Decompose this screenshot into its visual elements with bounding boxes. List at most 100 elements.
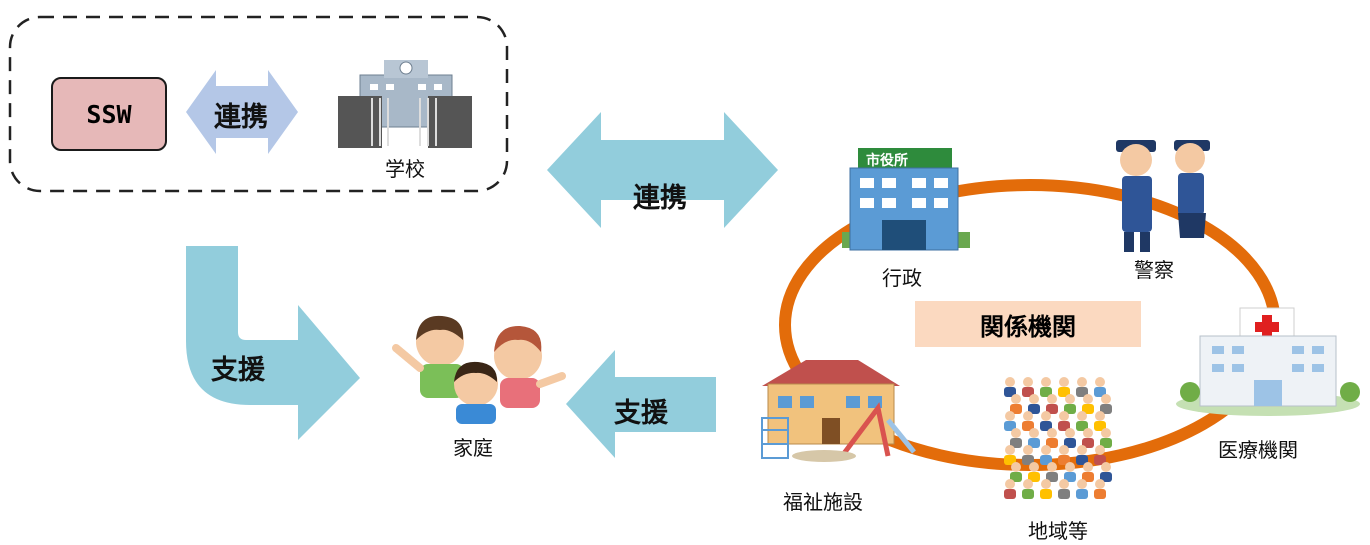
school-icon (338, 60, 472, 148)
ssw-label: SSW (86, 99, 132, 129)
community-label: 地域等 (1028, 519, 1088, 543)
crowd-person-body (1058, 421, 1070, 431)
crowd-person-body (1010, 438, 1022, 448)
crowd-person-body (1058, 387, 1070, 397)
crowd-person-body (1022, 421, 1034, 431)
crowd-person-body (1022, 455, 1034, 465)
crowd-person-head (1065, 462, 1075, 472)
welfare-label: 福祉施設 (783, 490, 863, 514)
crowd-person-head (1041, 445, 1051, 455)
crowd-person-body (1004, 387, 1016, 397)
crowd-person-body (1064, 472, 1076, 482)
crowd-person-head (1077, 445, 1087, 455)
crowd-person-head (1023, 445, 1033, 455)
school-link-label: 連携 (214, 102, 268, 133)
crowd-person-head (1095, 377, 1105, 387)
support-label-left: 支援 (211, 355, 265, 386)
crowd-person-body (1082, 472, 1094, 482)
crowd-person-head (1005, 445, 1015, 455)
crowd-person-head (1095, 411, 1105, 421)
crowd-person-body (1100, 404, 1112, 414)
crowd-person-head (1011, 428, 1021, 438)
crowd-person-body (1010, 404, 1022, 414)
family-icon (392, 315, 566, 424)
crowd-person-head (1005, 479, 1015, 489)
crowd-person-body (1040, 455, 1052, 465)
crowd-person-head (1029, 462, 1039, 472)
crowd-person-head (1077, 411, 1087, 421)
small-link-arrow (186, 70, 298, 154)
crowd-person-head (1023, 479, 1033, 489)
crowd-person-body (1094, 387, 1106, 397)
crowd-person-head (1077, 479, 1087, 489)
crowd-person-body (1094, 421, 1106, 431)
crowd-person-body (1046, 438, 1058, 448)
main-link-arrow (547, 112, 778, 228)
crowd-person-head (1029, 428, 1039, 438)
crowd-person-head (1059, 479, 1069, 489)
crowd-person-body (1082, 438, 1094, 448)
school-team-frame (8, 15, 509, 193)
crowd-person-head (1101, 428, 1111, 438)
crowd-person-body (1076, 421, 1088, 431)
crowd-person-body (1058, 489, 1070, 499)
crowd-person-head (1101, 462, 1111, 472)
crowd-person-body (1010, 472, 1022, 482)
school-label: 学校 (385, 157, 425, 181)
crowd-person-head (1095, 479, 1105, 489)
police-label: 警察 (1134, 258, 1174, 282)
crowd-person-head (1059, 411, 1069, 421)
crowd-person-head (1029, 394, 1039, 404)
crowd-person-head (1059, 377, 1069, 387)
crowd-person-head (1047, 462, 1057, 472)
crowd-person-body (1046, 404, 1058, 414)
crowd-person-head (1101, 394, 1111, 404)
support-arrow-right (566, 350, 716, 458)
crowd-person-head (1059, 445, 1069, 455)
crowd-person-body (1040, 387, 1052, 397)
crowd-person-body (1100, 472, 1112, 482)
crowd-person-body (1004, 421, 1016, 431)
crowd-person-body (1004, 455, 1016, 465)
crowd-person-body (1046, 472, 1058, 482)
crowd-person-head (1095, 445, 1105, 455)
crowd-person-head (1011, 462, 1021, 472)
crowd-person-body (1058, 455, 1070, 465)
main-link-label: 連携 (633, 183, 687, 214)
crowd-person-body (1004, 489, 1016, 499)
crowd-person-head (1011, 394, 1021, 404)
crowd-person-head (1005, 377, 1015, 387)
crowd-person-body (1076, 489, 1088, 499)
community-crowd-icon (1004, 377, 1112, 499)
crowd-person-body (1100, 438, 1112, 448)
crowd-person-head (1083, 428, 1093, 438)
crowd-person-body (1064, 404, 1076, 414)
crowd-person-body (1028, 472, 1040, 482)
family-label: 家庭 (453, 436, 493, 460)
support-arrow-left (186, 246, 360, 440)
related-agencies-title: 関係機関 (980, 312, 1076, 341)
crowd-person-head (1047, 428, 1057, 438)
crowd-person-head (1083, 394, 1093, 404)
crowd-person-body (1040, 489, 1052, 499)
city-hall-sign: 市役所 (866, 153, 908, 169)
crowd-person-body (1064, 438, 1076, 448)
crowd-person-body (1082, 404, 1094, 414)
hospital-label: 医療機関 (1218, 438, 1298, 462)
police-icon (1116, 140, 1210, 252)
crowd-person-head (1083, 462, 1093, 472)
crowd-person-body (1076, 387, 1088, 397)
ssw-box: SSW (51, 77, 167, 151)
crowd-person-body (1028, 404, 1040, 414)
crowd-person-head (1023, 411, 1033, 421)
crowd-person-head (1065, 394, 1075, 404)
crowd-person-head (1041, 479, 1051, 489)
support-label-right: 支援 (614, 398, 668, 429)
crowd-person-head (1047, 394, 1057, 404)
crowd-person-body (1094, 455, 1106, 465)
crowd-person-head (1077, 377, 1087, 387)
crowd-person-body (1076, 455, 1088, 465)
crowd-person-body (1028, 438, 1040, 448)
related-agencies-title-box: 関係機関 (915, 301, 1141, 347)
crowd-person-head (1005, 411, 1015, 421)
